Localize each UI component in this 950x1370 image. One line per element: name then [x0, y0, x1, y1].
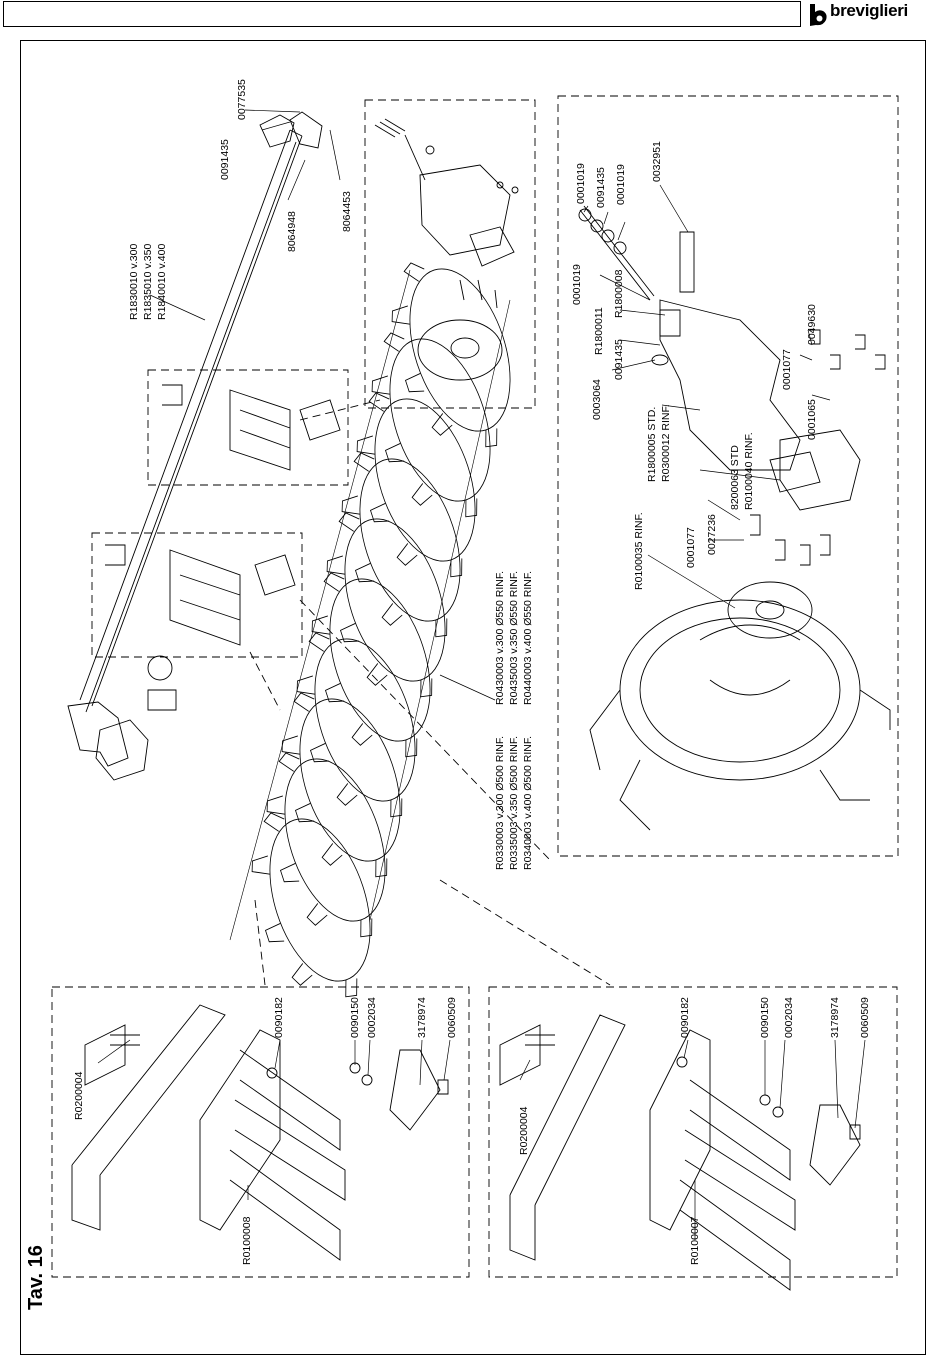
label-roller-550-v350: R0435003 v.350 Ø550 RINF. [508, 571, 520, 705]
sheet-title: Tav. 16 [25, 1245, 47, 1310]
label-detail-plate-rinf: R0300012 RINF. [660, 404, 672, 482]
leader-lines [97, 109, 866, 1240]
label-roller-550-v300: R0430003 v.300 Ø550 RINF. [494, 571, 506, 705]
scraper-left-parts [71, 1004, 449, 1261]
label-roller-550-v400: R0440003 v.400 Ø550 RINF. [522, 571, 534, 705]
label-detail-bolt: 0032951 [651, 141, 663, 182]
label-detail-flange: R0100035 RINF. [633, 512, 645, 590]
label-sr-nut-b: 0090150 [759, 997, 771, 1038]
header-title-box [3, 1, 801, 27]
label-detail-nut-d: 0001077 [781, 349, 793, 390]
scraper-left-detail-box [51, 986, 470, 1278]
label-beam-v350: R1835010 v.350 [142, 244, 154, 320]
label-sr-bolt: 0060509 [859, 997, 871, 1038]
label-sl-blade: 3178974 [416, 997, 428, 1038]
label-sr-blade: 3178974 [829, 997, 841, 1038]
label-sr-ubolt: R0200004 [518, 1106, 530, 1155]
label-sl-bolt: 0060509 [446, 997, 458, 1038]
scraper-right-detail-box [488, 986, 898, 1278]
label-detail-nut-e: 0001077 [685, 527, 697, 568]
label-sl-ubolt: R0200004 [73, 1071, 85, 1120]
scraper-detail-box-upper [147, 369, 349, 486]
label-detail-screw: 0049630 [806, 304, 818, 345]
label-detail-plate-std: R1800005 STD. [646, 407, 658, 482]
top-bearing-parts [374, 118, 519, 309]
scraper-parts-upper [162, 384, 341, 471]
label-detail-bearing-rinf: R0100040 RINF. [743, 432, 755, 510]
breviglieri-logo-icon [810, 4, 827, 26]
label-detail-washer-b: 0091435 [613, 339, 625, 380]
label-top-bolt: 8064948 [286, 211, 298, 252]
label-top-pin: 0077535 [236, 79, 248, 120]
top-bearing-detail-box [364, 99, 536, 409]
label-detail-bushing: R1800011 [593, 307, 605, 355]
label-detail-bearing-std: 8200063 STD [729, 445, 741, 510]
label-sr-bracket: R0100007 [689, 1216, 701, 1265]
label-detail-nut-c: 0001019 [571, 264, 583, 305]
label-sr-nut: 0090182 [679, 997, 691, 1038]
brand-name: breviglieri [830, 1, 908, 20]
label-roller-500-v400: R0340003 v.400 Ø500 RINF. [522, 736, 534, 870]
label-sl-nut-b: 0090150 [349, 997, 361, 1038]
label-detail-spacer: 0003064 [591, 379, 603, 420]
scraper-parts-lower [105, 544, 296, 646]
label-detail-bolt-b: 0027236 [706, 514, 718, 555]
bearing-detail-parts [578, 205, 891, 831]
label-beam-v400: R1840010 v.400 [156, 244, 168, 320]
label-sl-bracket: R0100008 [241, 1216, 253, 1265]
label-sl-washer: 0002034 [366, 997, 378, 1038]
scraper-right-parts [499, 1014, 861, 1291]
label-detail-washer: 0091435 [595, 167, 607, 208]
label-roller-500-v300: R0330003 v.300 Ø500 RINF. [494, 736, 506, 870]
label-beam-v300: R1830010 v.300 [128, 244, 140, 320]
label-detail-nut-a: 0001019 [575, 163, 587, 204]
scraper-detail-box-lower [91, 532, 303, 658]
scraper-beam [67, 111, 323, 781]
label-detail-washer-c: 0001065 [806, 399, 818, 440]
label-sl-nut: 0090182 [273, 997, 285, 1038]
roller-assembly [229, 242, 535, 1017]
label-sr-washer: 0002034 [783, 997, 795, 1038]
label-detail-nut-b: 0001019 [615, 164, 627, 205]
drawing-frame [20, 40, 926, 1355]
label-detail-shaft: R1800008 [613, 269, 625, 318]
label-top-nut: 8064453 [341, 191, 353, 232]
bearing-detail-box [557, 95, 899, 857]
label-roller-500-v350: R0335003 v.350 Ø500 RINF. [508, 736, 520, 870]
label-top-washer: 0091435 [219, 139, 231, 180]
